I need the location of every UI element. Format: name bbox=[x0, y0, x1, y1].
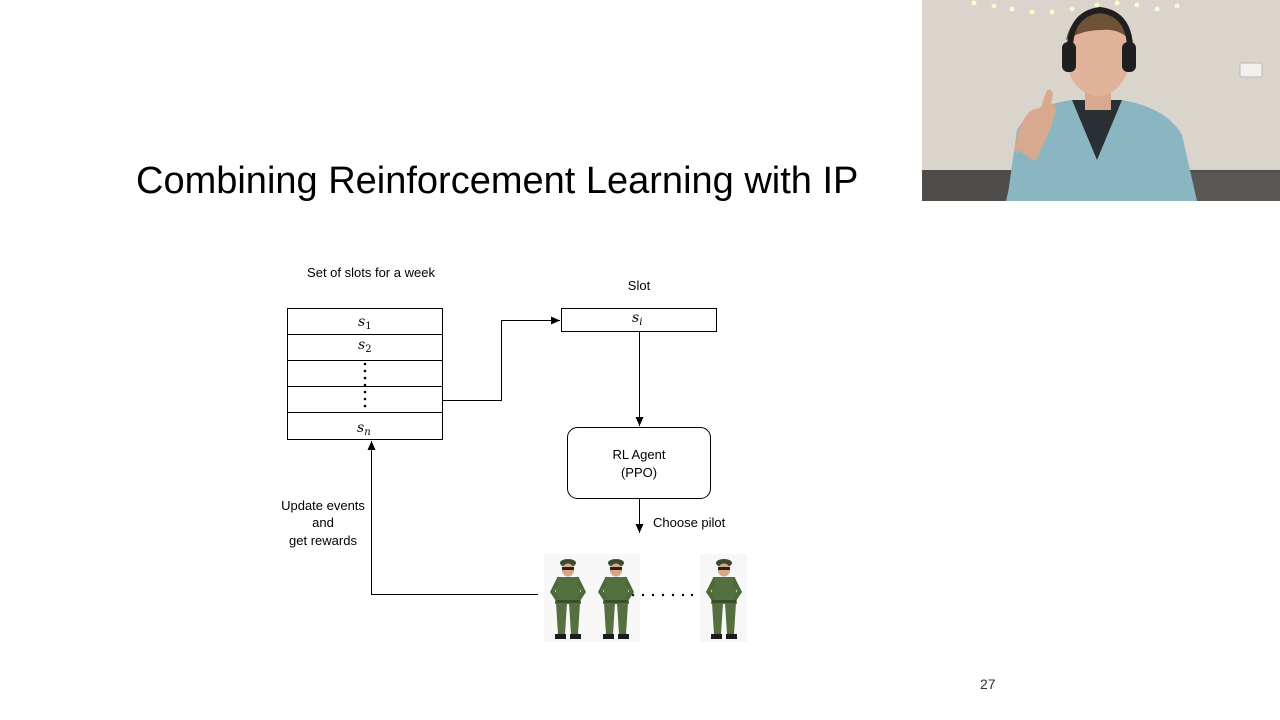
slot-row-2: s2 bbox=[358, 337, 372, 355]
rl-agent-box bbox=[567, 427, 711, 499]
presenter-image bbox=[922, 0, 1280, 201]
choose-pilot-label: Choose pilot bbox=[653, 515, 726, 530]
page-number: 27 bbox=[980, 676, 996, 692]
slot-set-label: Set of slots for a week bbox=[307, 265, 435, 280]
vertical-ellipsis bbox=[363, 362, 367, 408]
feedback-label-line-3: get rewards bbox=[289, 533, 357, 548]
rl-agent-algorithm: (PPO) bbox=[621, 465, 657, 480]
horizontal-ellipsis bbox=[631, 593, 694, 597]
slot-table: s1 s2 sn bbox=[287, 308, 443, 440]
feedback-label-line-2: and bbox=[312, 515, 334, 530]
slot-row-n: sn bbox=[357, 420, 371, 438]
feedback-label-line-1: Update events bbox=[281, 498, 365, 513]
slot-row-1: s1 bbox=[358, 314, 372, 332]
rl-agent-label: RL Agent bbox=[612, 447, 665, 462]
string-lights bbox=[971, 0, 1180, 15]
pilot-group bbox=[544, 554, 747, 642]
slide-title: Combining Reinforcement Learning with IP bbox=[136, 160, 859, 202]
slot-cell bbox=[561, 308, 717, 332]
slot-cell-label: si bbox=[632, 310, 642, 328]
webcam-video bbox=[922, 0, 1280, 201]
slot-label: Slot bbox=[628, 278, 651, 293]
feedback-arrow bbox=[367, 441, 538, 595]
connector-to-slot bbox=[442, 316, 560, 401]
